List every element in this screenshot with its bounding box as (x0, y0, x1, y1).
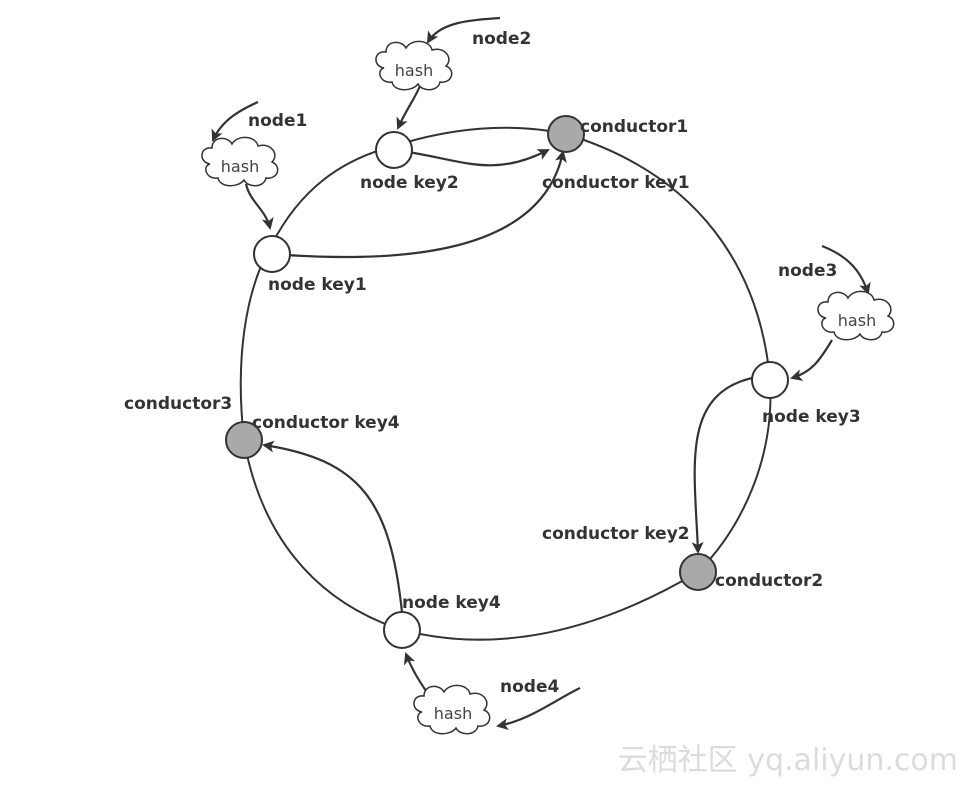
conductor3-circle (225, 421, 263, 459)
node4-label: node4 (500, 677, 559, 697)
conductor-key1-label: conductor key1 (542, 173, 690, 193)
watermark-text: 云栖社区 yq.aliyun.com (618, 743, 958, 778)
node-key4-label: node key4 (402, 593, 501, 613)
hash-cloud-node4: hash (413, 684, 491, 735)
arrow-node-key4-to-conductor3 (262, 440, 404, 613)
hash-label: hash (221, 157, 259, 176)
node-key1-label: node key1 (268, 275, 367, 295)
conductor3-label: conductor3 (124, 394, 232, 414)
node3-label: node3 (778, 261, 837, 281)
arrow-node2-to-hash (426, 16, 501, 44)
arrow-node-key1-to-conductor1 (271, 150, 567, 259)
conductor-key4-label: conductor key4 (252, 413, 400, 433)
hash-label: hash (395, 61, 433, 80)
hash-label: hash (838, 311, 876, 330)
conductor2-circle (679, 553, 717, 591)
hash-label: hash (434, 704, 472, 723)
arrow-node-key2-to-conductor1 (393, 148, 550, 167)
arrow-hash-to-node-key1 (244, 183, 274, 230)
conductor-key2-label: conductor key2 (542, 524, 690, 544)
arrow-node1-to-hash (211, 100, 259, 142)
arrow-hash-to-node-key2 (396, 85, 422, 130)
node-key1-circle (253, 235, 291, 273)
node-key2-label: node key2 (360, 173, 459, 193)
arrow-node-key3-to-conductor2 (691, 376, 753, 554)
arrow-node3-to-hash (821, 244, 871, 295)
arrow-node4-to-hash (496, 687, 581, 731)
hash-ring (239, 126, 772, 641)
hash-cloud-node3: hash (817, 290, 895, 341)
node-key4-circle (383, 611, 421, 649)
node-key3-circle (751, 361, 789, 399)
conductor1-circle (547, 115, 585, 153)
node-key2-circle (375, 131, 413, 169)
conductor2-label: conductor2 (715, 571, 823, 591)
hash-cloud-node1: hash (201, 136, 279, 187)
conductor1-label: conductor1 (580, 117, 688, 137)
arrow-hash-to-node-key4 (403, 652, 429, 695)
node1-label: node1 (248, 111, 307, 131)
arrow-hash-to-node-key3 (790, 339, 833, 381)
node2-label: node2 (472, 29, 531, 49)
node-key3-label: node key3 (762, 407, 861, 427)
hash-cloud-node2: hash (375, 40, 453, 91)
